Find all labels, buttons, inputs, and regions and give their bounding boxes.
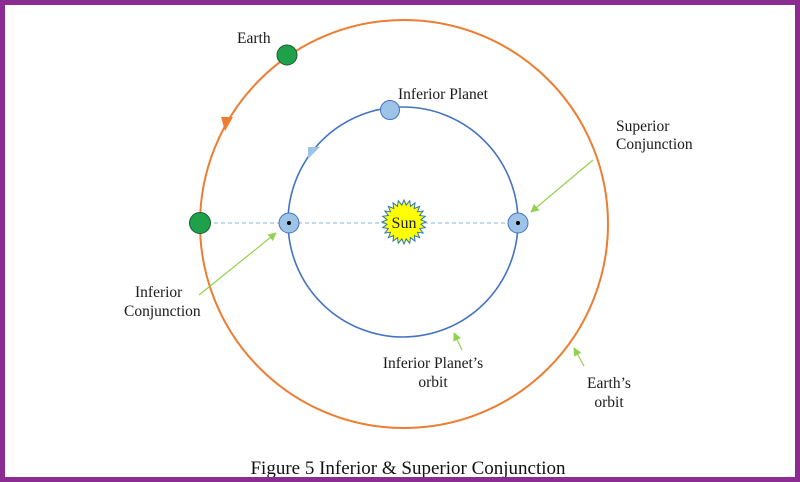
- inferior-orbit-label-line2: orbit: [418, 374, 448, 391]
- conjunction-diagram: Sun Earth Inferior Planet Superior Conju…: [124, 19, 693, 477]
- diagram-frame: Sun Earth Inferior Planet Superior Conju…: [5, 5, 795, 477]
- inferior-conjunction-label-line1: Inferior: [135, 284, 183, 301]
- earth-orbit-label-line1: Earth’s: [587, 375, 631, 392]
- superior-conjunction-label-line1: Superior: [616, 118, 670, 135]
- earth-orbit-direction-arrow: [221, 117, 233, 131]
- inferior-conjunction-label-line2: Conjunction: [124, 303, 201, 320]
- inferior-planet-top: [380, 100, 400, 120]
- earth-orbit-label-line2: orbit: [594, 394, 624, 411]
- inferior-orbit-pointer: [453, 332, 463, 351]
- superior-conjunction-dot: [516, 221, 520, 225]
- earth-top: [276, 44, 298, 66]
- sun-icon: [380, 198, 428, 246]
- inferior-orbit-label-line1: Inferior Planet’s: [383, 355, 483, 372]
- superior-conjunction-pointer: [530, 159, 594, 213]
- earth-at-conjunction: [189, 212, 211, 234]
- figure-caption: Figure 5 Inferior & Superior Conjunction: [250, 458, 566, 477]
- inferior-conjunction-pointer: [198, 232, 277, 296]
- earth-orbit-pointer: [573, 347, 585, 367]
- inferior-planet-label: Inferior Planet: [398, 86, 489, 103]
- inferior-conjunction-dot: [287, 221, 291, 225]
- inferior-orbit-direction-arrow: [308, 147, 320, 159]
- sun-label: Sun: [392, 215, 417, 232]
- superior-conjunction-label-line2: Conjunction: [616, 136, 693, 153]
- earth-label: Earth: [237, 30, 271, 47]
